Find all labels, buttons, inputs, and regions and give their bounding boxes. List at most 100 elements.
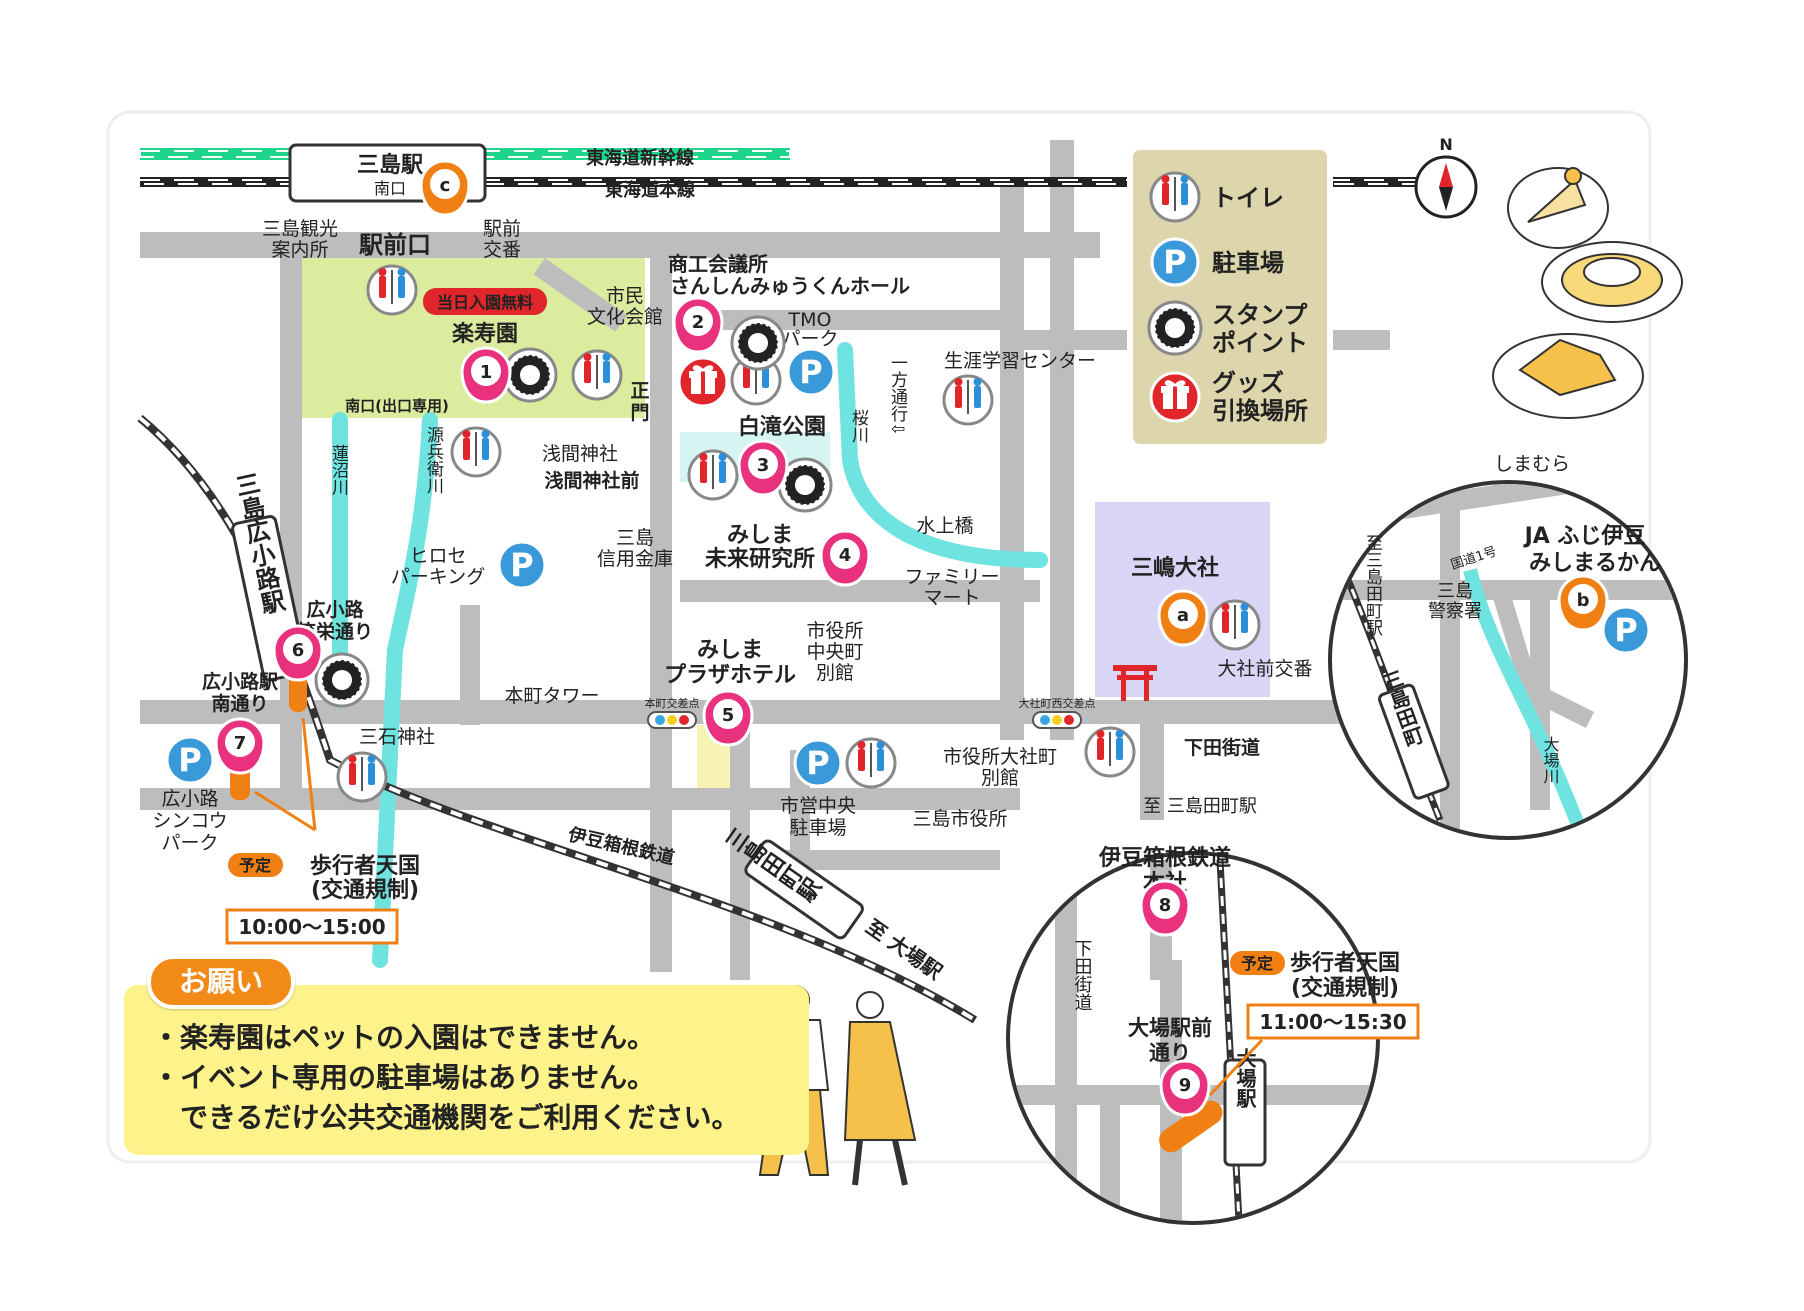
taisha-label: 三嶋大社 — [1131, 555, 1219, 581]
notice-title: お願い — [147, 955, 295, 1009]
south-shimoda: 下田街道 — [1072, 939, 1093, 1011]
hirose-label-1: ヒロセ — [409, 545, 466, 567]
inset-ja-1: JA ふじ伊豆 — [1523, 523, 1646, 549]
main-gate-label-2: 門 — [630, 402, 649, 424]
sengen-mae-label: 浅間神社前 — [544, 469, 639, 492]
shimoda-label: 下田街道 — [1184, 736, 1260, 759]
pin-3: 3 — [737, 439, 789, 497]
legend-toilet: トイレ — [1212, 184, 1284, 212]
legend-parking: 駐車場 — [1212, 249, 1284, 277]
taishamachi-annex-label-1: 市役所大社町 — [943, 746, 1057, 768]
mishima-station-exit: 南口 — [374, 179, 406, 198]
taishamachi-annex-label-2: 別館 — [981, 767, 1019, 789]
gift-icon — [1149, 371, 1201, 423]
shogai-label: 生涯学習センター — [944, 350, 1096, 372]
svg-text:9: 9 — [1179, 1075, 1192, 1096]
inset-map-north: 三島田町 しまむら 国道1号 三島 警察署 JA ふじ伊豆 みしまるかん 至三島… — [1328, 453, 1688, 840]
toilet-icon — [845, 737, 897, 789]
toilet-icon — [1084, 726, 1136, 778]
notice-list: ・楽寿園はペットの入園はできません。 ・イベント専用の駐車場はありません。 でき… — [152, 1018, 739, 1138]
parking-icon — [1601, 605, 1651, 655]
parking-icon — [786, 347, 836, 397]
pin-c: c — [419, 159, 471, 217]
tmo-label-2: パーク — [781, 328, 838, 350]
inset-shimamura: しまむら — [1494, 453, 1570, 475]
inset-police-1: 三島 — [1437, 581, 1473, 602]
south-gate-label: 南口(出口専用) — [345, 397, 449, 415]
pedestrian-zone-hirokoji — [289, 672, 307, 712]
notice-item: できるだけ公共交通機関をご利用ください。 — [152, 1101, 740, 1134]
legend-stamp-2: ポイント — [1212, 329, 1308, 357]
inset-map-south: 至 三島田町駅 伊豆箱根鉄道 本社 下田街道 大場駅前 通り 大場駅 8 9 予… — [1006, 796, 1420, 1225]
parking-icon — [793, 738, 843, 788]
svg-text:1: 1 — [480, 362, 493, 383]
hirokoji-south-label-2: 南通り — [211, 693, 268, 715]
svg-text:6: 6 — [292, 640, 305, 661]
svg-text:5: 5 — [722, 705, 735, 726]
torii-icon — [1113, 665, 1157, 701]
shiei-label-1: 市営中央 — [780, 795, 856, 817]
compass-icon: N — [1414, 135, 1478, 219]
pin-5: 5 — [702, 689, 754, 747]
free-entry-text: 当日入園無料 — [437, 293, 533, 312]
taisha-koban-label: 大社前交番 — [1217, 658, 1312, 680]
inset-ootaba: 大場川 — [1541, 736, 1560, 784]
pin-9: 9 — [1159, 1059, 1211, 1117]
yotei-badge-south — [1230, 951, 1285, 975]
pin-7: 7 — [214, 717, 266, 775]
time-box-south — [1246, 1003, 1420, 1040]
kanko-label-1: 三島観光 — [262, 218, 338, 240]
tokaido-label: 東海道本線 — [605, 179, 695, 201]
time-box-main — [225, 908, 399, 945]
traffic-light-icon — [647, 711, 1082, 729]
place-labels: 三島観光 案内所 駅前 交番 駅前口 市民 文化会館 商工会議所 さんしんみゅう… — [152, 218, 1312, 854]
pedestrian-south-2: (交通規制) — [1291, 975, 1399, 1001]
shinkou-label-2: シンコウ — [152, 810, 227, 832]
toilet-icon — [942, 374, 994, 426]
stamp-point-icon — [314, 652, 370, 708]
family-label-2: マート — [923, 587, 980, 609]
svg-text:3: 3 — [757, 455, 770, 476]
legend-gift-1: グッズ — [1212, 369, 1284, 397]
stamp-point-icon — [1147, 300, 1203, 356]
toilet-icon — [450, 426, 502, 478]
notice-item: ・イベント専用の駐車場はありません。 — [152, 1061, 656, 1094]
shokokaigi-label-1: 商工会議所 — [668, 252, 768, 276]
toilet-icon — [366, 264, 418, 316]
shokokaigi-label-2: さんしんみゅうくんホール — [670, 274, 910, 298]
toilet-icon — [1149, 171, 1201, 223]
pedestrian-zone-daiba — [1159, 1100, 1223, 1153]
toilet-icon — [1209, 599, 1261, 651]
pin-4: 4 — [819, 529, 871, 587]
shakoukou-label-1: 広小路 — [306, 598, 364, 621]
yotei-badge — [228, 853, 283, 877]
inset-police-2: 警察署 — [1428, 601, 1482, 622]
toilet-icon — [571, 349, 623, 401]
plaza-label-2: プラザホテル — [664, 663, 796, 688]
koban-label-2: 交番 — [483, 239, 521, 261]
shinkin-label-1: 三島 — [616, 527, 654, 549]
svg-text:4: 4 — [839, 545, 852, 566]
food-illustration — [1492, 167, 1683, 419]
taishamachi-signal-label: 大社町西交差点 — [1019, 696, 1096, 710]
family-label-1: ファミリー — [904, 566, 999, 588]
mirai-label-2: 未来研究所 — [705, 546, 815, 572]
legend-gift-2: 引換場所 — [1212, 397, 1308, 425]
gift-icon — [677, 356, 729, 408]
notice-item: ・楽寿園はペットの入園はできません。 — [152, 1021, 656, 1054]
notice-box — [124, 985, 809, 1155]
annex-label-1: 市役所 — [806, 620, 863, 642]
time-south: 11:00～15:30 — [1259, 1010, 1406, 1034]
rakujuen-label: 楽寿園 — [452, 321, 518, 347]
stamp-point-icon — [730, 315, 786, 371]
legend-stamp-1: スタンプ — [1212, 301, 1308, 329]
parking-icon — [1150, 237, 1200, 287]
stamp-point-icon — [502, 347, 558, 403]
koban-label-1: 駅前 — [483, 218, 521, 240]
south-to-tamachi: 至 三島田町駅 — [1143, 796, 1257, 817]
shiei-label-2: 駐車場 — [789, 817, 846, 839]
annex-label-3: 別館 — [816, 662, 854, 684]
oneway-label: 一方通行⇩ — [887, 354, 908, 436]
tokaido-line — [139, 177, 1426, 187]
tmo-label-1: TMO — [788, 309, 832, 331]
